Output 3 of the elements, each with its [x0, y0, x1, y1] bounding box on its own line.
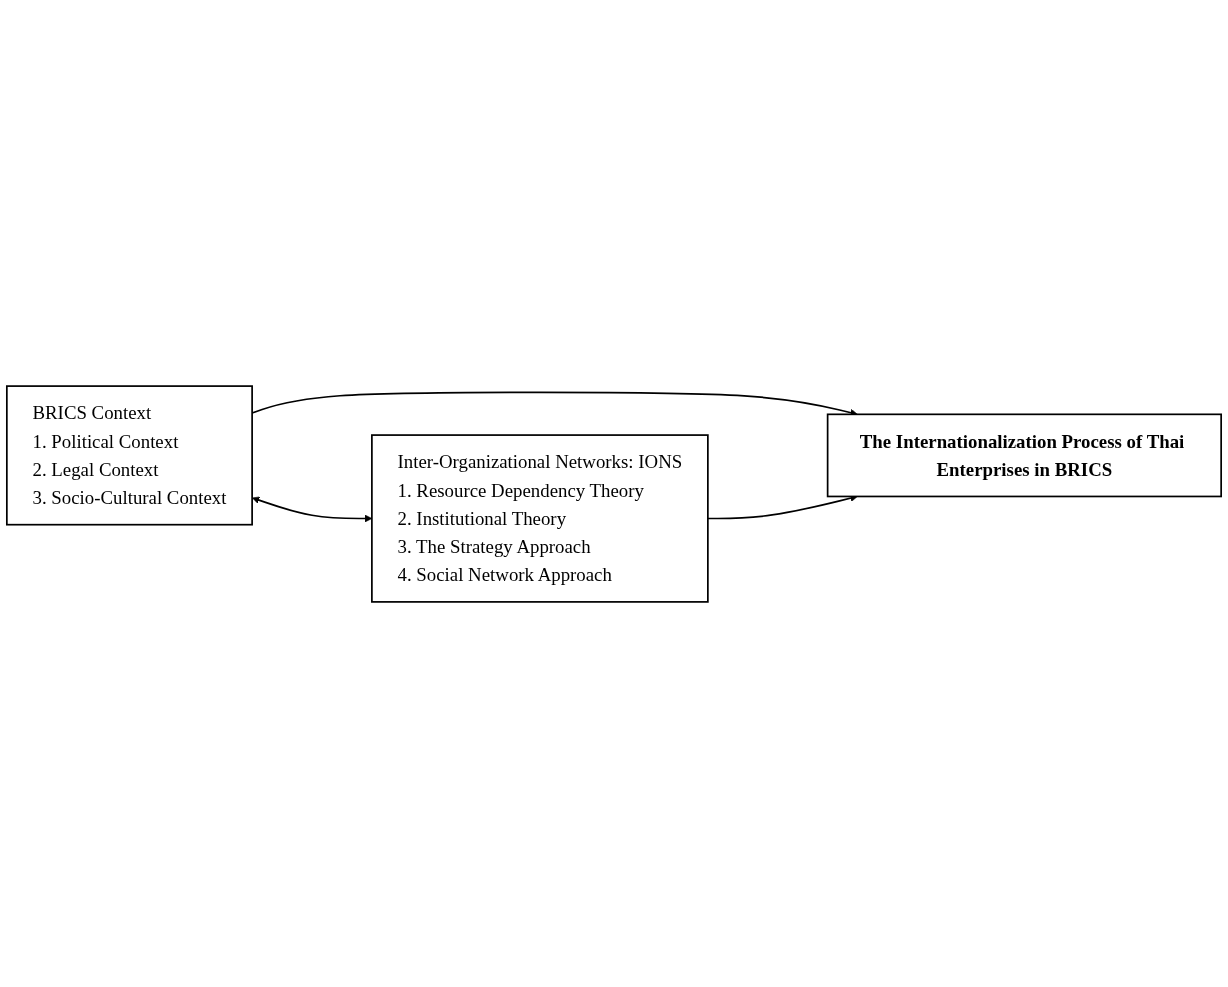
node-box: BRICS Context 1. Political Context 2. Legal Context 3. Socio-Cultural Context: [6, 384, 253, 526]
node-box: Inter-Organizational Networks: IONS 1. Resource Dependency Theory 2. Institutional Theory 3. The Strategy Approach 4. Social Network Approach: [371, 433, 709, 603]
node-box: The Internationalization Process of Thai Enterprises in BRICS: [826, 412, 1222, 497]
